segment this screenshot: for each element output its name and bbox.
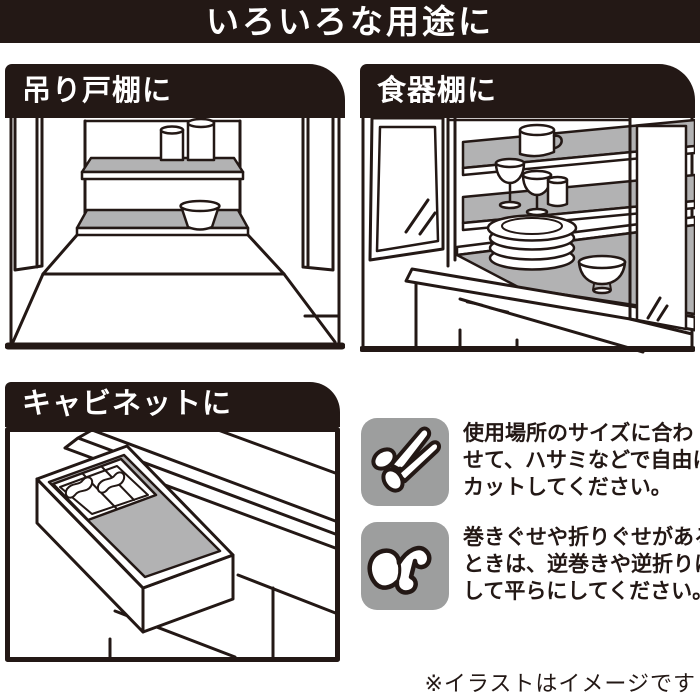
banner: いろいろな用途に [0,0,700,43]
note-curl-line-3: して平らにしてください。 [463,580,700,603]
note-cut-line-3: カットしてください。 [463,476,672,499]
panel-cabinet-drawer-header: キャビネットに [5,382,340,427]
hanging-cupboard-illustration [5,118,345,350]
banner-title: いろいろな用途に [206,3,494,40]
note-curl-line-1: 巻きぐせや折りぐせがある [463,526,700,549]
panel-dish-cabinet-header: 食器棚に [360,64,695,118]
note-cut-text: 使用場所のサイズに合わ せて、ハサミなどで自由に カットしてください。 [463,420,700,501]
panel-hanging-cupboard-label: 吊り戸棚に [22,74,173,107]
panel-cabinet-drawer: キャビネットに [5,382,340,662]
note-cut-line-1: 使用場所のサイズに合わ [463,422,694,445]
panel-dish-cabinet: 食器棚に [360,64,695,355]
note-curl-text: 巻きぐせや折りぐせがある ときは、逆巻きや逆折りに して平らにしてください。 [463,524,700,605]
scissors-icon [361,418,449,506]
panel-hanging-cupboard-header: 吊り戸棚に [5,64,345,118]
panel-cabinet-drawer-label: キャビネットに [22,388,233,420]
footnote: ※イラストはイメージです [424,671,696,696]
note-cut-to-size: 使用場所のサイズに合わ せて、ハサミなどで自由に カットしてください。 [361,418,700,506]
note-curl-line-2: ときは、逆巻きや逆折りに [463,553,700,576]
note-flatten-curl: 巻きぐせや折りぐせがある ときは、逆巻きや逆折りに して平らにしてください。 [361,522,700,610]
panel-dish-cabinet-label: 食器棚に [377,74,498,107]
dish-cabinet-illustration [360,118,695,354]
panel-hanging-cupboard: 吊り戸棚に [5,64,345,355]
cabinet-drawer-illustration [5,427,340,662]
rolled-sheet-icon [361,522,449,610]
note-cut-line-2: せて、ハサミなどで自由に [463,449,700,472]
